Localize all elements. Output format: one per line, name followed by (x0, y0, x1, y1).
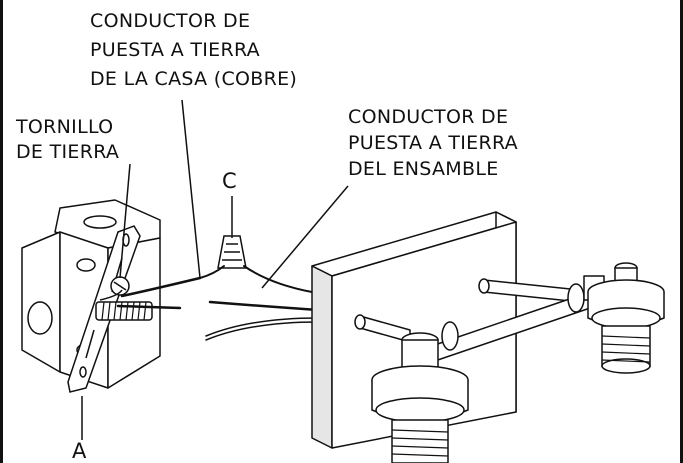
fixture-wires (205, 300, 320, 341)
leader-lines (81, 99, 349, 440)
fixture-arms (354, 275, 605, 365)
ground-conductors (199, 265, 313, 293)
house-ground-label-line2: PUESTA A TIERRA (90, 39, 260, 61)
callout-letter-c: C (222, 169, 237, 193)
ground-screw-label-line1: TORNILLO (16, 116, 114, 138)
house-ground-label-line1: CONDUCTOR DE (90, 10, 251, 32)
assembly-ground-label-line3: DEL ENSAMBLE (348, 158, 499, 180)
socket-left (371, 332, 469, 463)
assembly-ground-label-line2: PUESTA A TIERRA (348, 132, 518, 154)
house-ground-label-line3: DE LA CASA (COBRE) (90, 68, 298, 90)
callout-letter-a: A (72, 439, 87, 463)
assembly-ground-label-line1: CONDUCTOR DE (348, 106, 509, 128)
threaded-nipple (95, 301, 153, 321)
ground-screw (99, 276, 130, 301)
ground-screw-label-line2: DE TIERRA (16, 141, 120, 163)
socket-right (587, 262, 665, 374)
house-wires (116, 276, 202, 310)
wire-nut (217, 235, 247, 269)
